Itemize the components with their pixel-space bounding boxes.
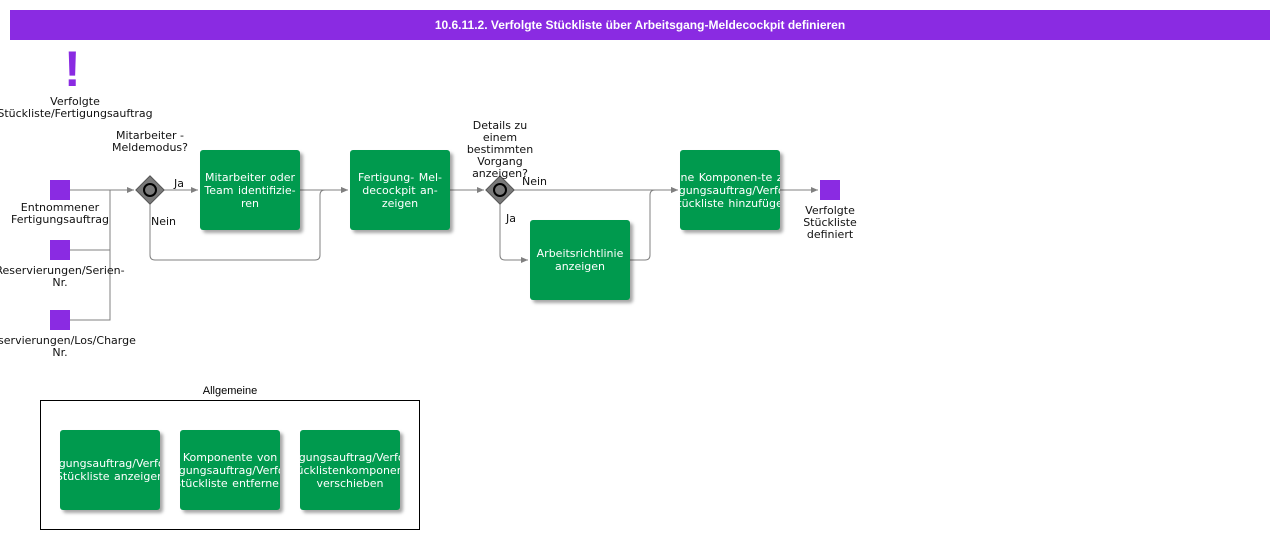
end-event[interactable] (820, 180, 840, 200)
task-add-component[interactable]: Eine Komponen-te zu Fertigungsauftrag/Ve… (680, 150, 780, 230)
task-move-component-label: Fertigungsauftrag/Verfolgte Stücklistenk… (300, 450, 400, 490)
start-event-2[interactable] (50, 240, 70, 260)
gateway-1 (135, 175, 165, 205)
task-show-work-instruction[interactable]: Arbeitsrichtlinie anzeigen (530, 220, 630, 300)
edge-label-g2-no: Nein (522, 175, 548, 188)
task-identify-employee[interactable]: Mitarbeiter oder Team identifizie-ren (200, 150, 300, 230)
task-show-bom-label: Fertigungsauftrag/Verfolgte Stückliste a… (60, 457, 160, 483)
flow-g1-no (149, 187, 348, 261)
task-show-cockpit[interactable]: Fertigung- Mel-decockpit an-zeigen (350, 150, 450, 230)
start-event-3[interactable] (50, 310, 70, 330)
edge-label-g1-yes: Ja (174, 177, 184, 190)
flow-g2-yes (499, 204, 528, 263)
task-remove-component-label: Komponente von Fertigungsauftrag/Verfolg… (180, 450, 280, 490)
end-event-label: Verfolgte Stückliste definiert (803, 204, 857, 241)
exclamation-icon: ! (64, 41, 81, 97)
start-note-label: Verfolgte Stückliste/Fertigungsauftrag (0, 95, 153, 120)
task-identify-employee-label: Mitarbeiter oder Team identifizie-ren (204, 170, 296, 210)
task-move-component[interactable]: Fertigungsauftrag/Verfolgte Stücklistenk… (300, 430, 400, 510)
start-event-3-label: Reservierungen/Los/Charge Nr. (0, 334, 136, 359)
diagram-title: 10.6.11.2. Verfolgte Stückliste über Arb… (10, 10, 1270, 40)
group-title: Allgemeine (202, 385, 258, 397)
task-show-work-instruction-label: Arbeitsrichtlinie anzeigen (536, 247, 624, 273)
task-show-cockpit-label: Fertigung- Mel-decockpit an-zeigen (357, 170, 443, 210)
gateway-1-label: Mitarbeiter - Meldemodus? (111, 129, 189, 154)
task-remove-component[interactable]: Komponente von Fertigungsauftrag/Verfolg… (180, 430, 280, 510)
start-event-2-label: Reservierungen/Serien-Nr. (0, 264, 125, 289)
edge-label-g1-no: Nein (151, 215, 177, 228)
group-allgemeine (40, 400, 420, 530)
start-event-1[interactable] (50, 180, 70, 200)
task-add-component-label: Eine Komponen-te zu Fertigungsauftrag/Ve… (680, 170, 780, 210)
flow-start3-merge (70, 190, 111, 321)
gateway-2-label: Details zu einem bestimmten Vorgang anze… (466, 119, 534, 180)
task-show-bom[interactable]: Fertigungsauftrag/Verfolgte Stückliste a… (60, 430, 160, 510)
flow-t3-t4 (630, 187, 678, 261)
gateway-2 (485, 175, 515, 205)
edge-label-g2-yes: Ja (506, 212, 516, 225)
start-event-1-label: Entnommener Fertigungsauftrag (11, 201, 109, 226)
